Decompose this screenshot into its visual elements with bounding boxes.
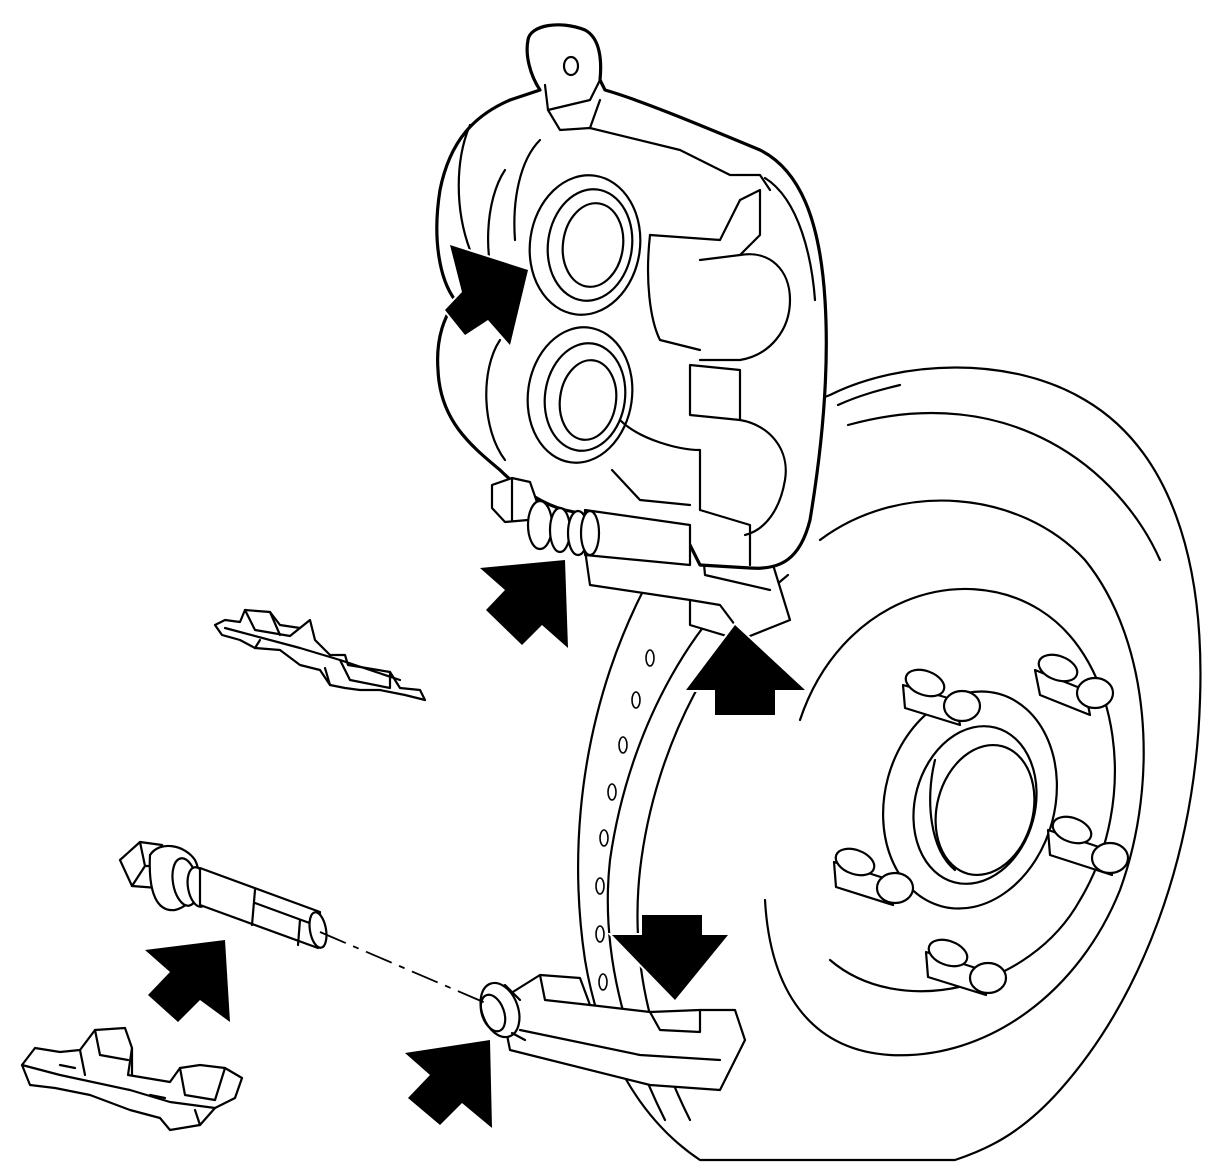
pad-retainer-clip-icon <box>213 608 427 702</box>
caliper-housing-icon <box>435 23 828 570</box>
callout-arrows <box>140 241 811 1133</box>
arrow-icon <box>140 937 233 1027</box>
arrow-icon <box>475 557 571 653</box>
pad-retainer-clip-icon <box>20 1026 244 1132</box>
arrow-icon <box>400 1037 495 1133</box>
arrow-icon <box>681 622 811 717</box>
arrow-icon <box>442 241 531 350</box>
arrow-icon <box>607 913 733 1004</box>
wheel-hub-icon <box>882 690 1058 910</box>
caliper-slide-pin-bolt-icon <box>118 840 328 950</box>
wheel-stud-icon <box>832 653 1130 997</box>
caliper-slide-pin-bolt-icon <box>490 476 692 567</box>
installation-path-line <box>319 931 489 1005</box>
